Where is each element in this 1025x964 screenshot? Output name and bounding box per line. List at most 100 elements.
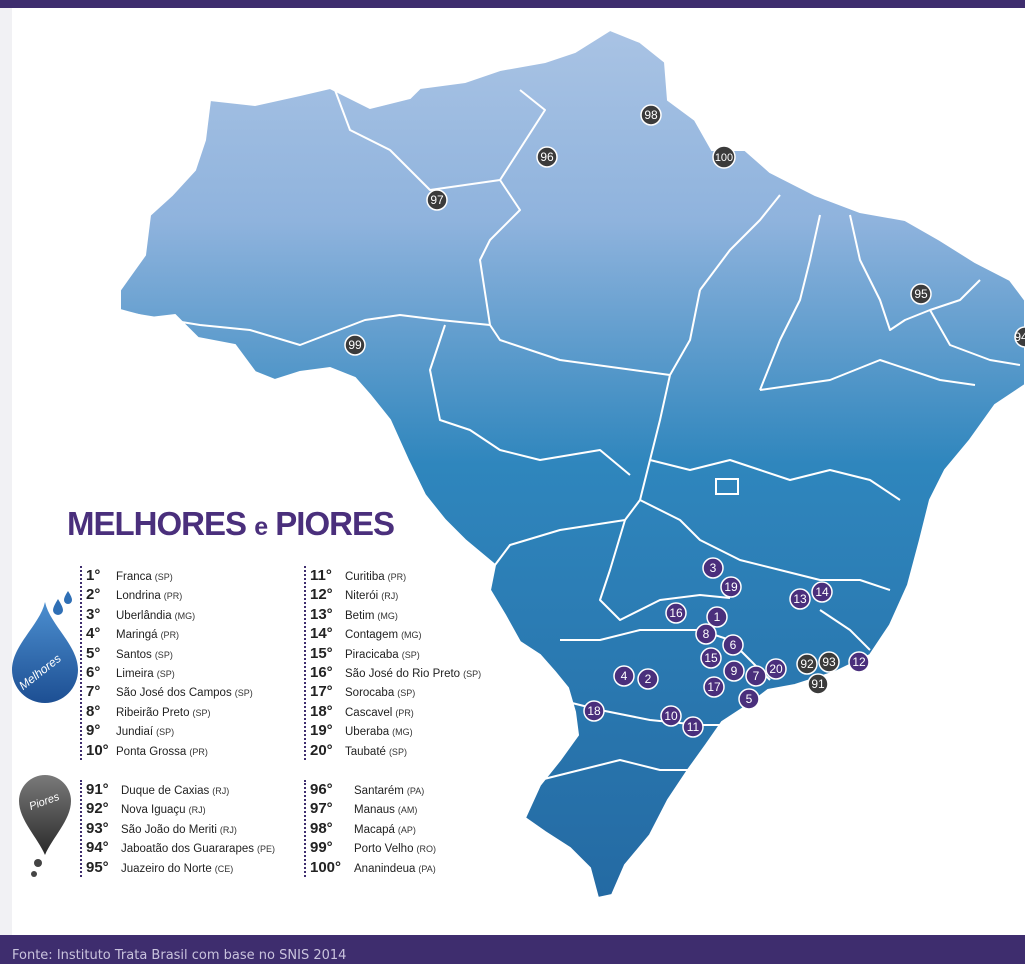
title-main: MELHORES — [67, 505, 247, 542]
marker-worst-97[interactable]: 97 — [426, 189, 448, 211]
marker-best-18[interactable]: 18 — [583, 700, 605, 722]
ranking-row: 95° Juazeiro do Norte(CE) — [86, 858, 275, 877]
marker-best-20[interactable]: 20 — [765, 658, 787, 680]
marker-worst-93[interactable]: 93 — [818, 651, 840, 673]
marker-best-16[interactable]: 16 — [665, 602, 687, 624]
svg-text:7: 7 — [753, 669, 760, 683]
pin-dot — [34, 859, 42, 867]
city-name: Betim — [345, 609, 375, 622]
marker-worst-92[interactable]: 92 — [796, 653, 818, 675]
state-code: (SP) — [154, 649, 173, 660]
state-code: (RJ) — [188, 805, 206, 816]
ranking-row: 20°Taubaté(SP) — [310, 741, 481, 760]
state-code: (SP) — [156, 727, 175, 738]
city-name: Contagem — [345, 629, 399, 642]
rank-number: 20° — [310, 741, 333, 759]
rank-number: 98° — [310, 819, 333, 837]
marker-best-11[interactable]: 11 — [682, 716, 704, 738]
city-name: Juazeiro do Norte — [121, 862, 212, 875]
marker-best-3[interactable]: 3 — [702, 557, 724, 579]
marker-worst-96[interactable]: 96 — [536, 146, 558, 168]
marker-best-9[interactable]: 9 — [723, 660, 745, 682]
marker-best-17[interactable]: 17 — [703, 676, 725, 698]
rank-number: 94° — [86, 839, 109, 857]
marker-worst-100[interactable]: 100 — [712, 145, 736, 169]
ranking-row: 93°São João do Meriti(RJ) — [86, 819, 275, 838]
best-drop-badge: Melhores — [12, 591, 78, 703]
state-code: (SP) — [156, 668, 175, 679]
rank-number: 92° — [86, 800, 109, 818]
rank-number: 7° — [86, 683, 101, 701]
svg-text:13: 13 — [793, 592, 807, 606]
svg-text:8: 8 — [703, 627, 710, 641]
rank-number: 8° — [86, 702, 101, 720]
city-name: Jundiaí — [116, 726, 154, 739]
rank-number: 5° — [86, 644, 101, 662]
marker-best-6[interactable]: 6 — [722, 634, 744, 656]
city-name: Londrina — [116, 590, 161, 603]
state-code: (SP) — [154, 572, 173, 582]
svg-text:1: 1 — [714, 610, 721, 624]
city-name: Santarém — [354, 785, 404, 797]
svg-text:99: 99 — [348, 338, 362, 352]
marker-worst-98[interactable]: 98 — [640, 104, 662, 126]
marker-best-12[interactable]: 12 — [848, 651, 870, 673]
city-name: Uberaba — [345, 726, 390, 739]
marker-best-13[interactable]: 13 — [789, 588, 811, 610]
city-name: Uberlândia — [116, 609, 172, 622]
state-code: (CE) — [214, 863, 234, 874]
rank-number: 100° — [310, 858, 342, 876]
state-code: (SP) — [192, 707, 211, 718]
left-margin-strip — [0, 8, 12, 935]
marker-worst-91[interactable]: 91 — [807, 673, 829, 695]
marker-worst-95[interactable]: 95 — [910, 283, 932, 305]
ranking-row: 9° Jundiaí(SP) — [86, 721, 253, 740]
state-borders — [119, 89, 1021, 781]
marker-best-5[interactable]: 5 — [738, 688, 760, 710]
city-name: Cascavel — [345, 706, 393, 719]
state-code: (RJ) — [381, 591, 399, 602]
city-name: Piracicaba — [345, 648, 399, 661]
pin-icon — [19, 775, 71, 855]
ranking-row: 18°Cascavel(PR) — [310, 702, 481, 721]
marker-worst-99[interactable]: 99 — [344, 334, 366, 356]
worst-list-column-1: 91°Duque de Caxias(RJ)92°Nova Iguaçu(RJ)… — [80, 780, 275, 877]
marker-worst-94[interactable]: 94 — [1014, 326, 1025, 348]
ranking-row: 13°Betim(MG) — [310, 605, 481, 624]
city-name: Santos — [116, 648, 152, 661]
rank-number: 19° — [310, 722, 333, 740]
state-code: (PR) — [163, 591, 183, 602]
rank-number: 95° — [86, 858, 109, 876]
ranking-row: 97°Manaus(AM) — [310, 799, 436, 818]
ranking-row: 94°Jaboatão dos Guararapes(PE) — [86, 838, 275, 857]
small-drop-icon — [53, 599, 63, 615]
best-list-column-1: 1°Franca(SP)2°Londrina(PR)3°Uberlândia(M… — [80, 566, 253, 760]
marker-best-7[interactable]: 7 — [745, 665, 767, 687]
marker-best-2[interactable]: 2 — [637, 668, 659, 690]
best-markers: 1 2 3 4 5 6 7 8 9 10 11 12 13 14 15 16 1… — [583, 557, 870, 738]
city-name: São José dos Campos — [116, 687, 232, 700]
rank-number: 9° — [86, 722, 101, 740]
marker-best-1[interactable]: 1 — [706, 606, 728, 628]
svg-text:100: 100 — [715, 152, 733, 164]
marker-best-8[interactable]: 8 — [695, 623, 717, 645]
rank-number: 13° — [310, 605, 333, 623]
marker-best-10[interactable]: 10 — [660, 705, 682, 727]
marker-best-14[interactable]: 14 — [811, 581, 833, 603]
worst-markers: 91 92 93 94 95 96 97 98 99 100 — [344, 104, 1025, 695]
marker-best-15[interactable]: 15 — [700, 647, 722, 669]
city-name: Limeira — [116, 667, 154, 680]
ranking-row: 98°Macapá(AP) — [310, 819, 436, 838]
ranking-row: 12°Niterói(RJ) — [310, 585, 481, 604]
svg-text:6: 6 — [730, 638, 737, 652]
ranking-row: 19°Uberaba(MG) — [310, 721, 481, 740]
city-name: Duque de Caxias — [121, 785, 210, 797]
state-code: (SP) — [463, 668, 482, 679]
marker-best-4[interactable]: 4 — [613, 665, 635, 687]
city-name: Niterói — [345, 590, 379, 603]
marker-best-19[interactable]: 19 — [720, 576, 742, 598]
rank-number: 17° — [310, 683, 333, 701]
ranking-row: 4°Maringá(PR) — [86, 624, 253, 643]
state-code: (MG) — [401, 630, 422, 641]
ranking-row: 7°São José dos Campos(SP) — [86, 682, 253, 701]
